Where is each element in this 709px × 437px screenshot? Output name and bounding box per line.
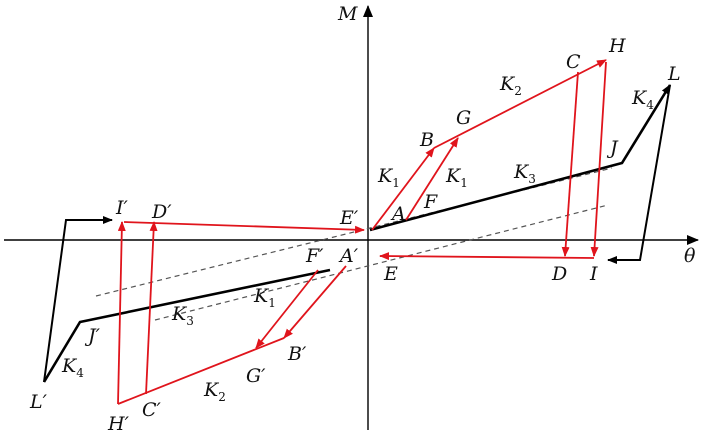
label-J-prime: J′ (84, 325, 101, 347)
label-E-prime: E′ (339, 207, 359, 229)
branch-A-B (371, 147, 435, 231)
label-A-prime: A′ (338, 245, 359, 267)
branch-Dp-Ep (123, 221, 365, 234)
label-H: H (608, 35, 626, 57)
label-E: E (383, 263, 398, 285)
label-B-prime: B′ (287, 343, 307, 365)
positive-unloading-branch (607, 84, 671, 264)
stiffness-label-k1-negative: K1 (253, 285, 276, 310)
branch-Fp-Gp (255, 269, 319, 349)
branch-Hp-Ip (117, 221, 126, 405)
branch-F-G (405, 137, 459, 221)
label-F: F (423, 191, 438, 213)
branch-Ap-Bp (283, 265, 347, 339)
label-D: D (551, 263, 567, 285)
label-J: J (606, 137, 619, 159)
x-axis-label: θ (684, 245, 696, 267)
branch-C-D (561, 71, 579, 257)
stiffness-label-k2: K2 (499, 73, 522, 98)
label-D-prime: D′ (151, 201, 172, 223)
branch-I-E (379, 252, 595, 261)
branch-B-H (433, 59, 607, 149)
label-L-prime: L′ (29, 391, 48, 413)
label-A: A (390, 203, 406, 225)
branch-H-I (590, 61, 607, 257)
label-I-prime: I′ (115, 197, 129, 219)
stiffness-label-k1-inner: K1 (445, 165, 468, 190)
label-G-prime: G′ (246, 365, 266, 387)
stiffness-label-k4-negative: K4 (61, 355, 84, 380)
stiffness-label-k1-outer: K1 (377, 165, 400, 190)
negative-unloading-branch (43, 216, 113, 383)
stiffness-label-k2-negative: K2 (203, 379, 226, 404)
y-axis-label: M (337, 3, 358, 25)
label-B: B (419, 129, 434, 151)
label-I: I (589, 263, 598, 285)
stiffness-label-k3-negative: K3 (171, 303, 194, 328)
branch-Cp-Dp (145, 221, 158, 395)
stiffness-label-k3: K3 (513, 161, 536, 186)
stiffness-label-k4: K4 (631, 87, 654, 112)
positive-skeleton-k3-k4 (369, 84, 672, 232)
negative-skeleton-k3-k4 (42, 268, 331, 383)
dashed-line-lower (154, 204, 609, 321)
label-C-prime: C′ (142, 399, 162, 421)
label-G: G (456, 107, 471, 129)
label-C: C (566, 51, 581, 73)
label-L: L (667, 63, 681, 85)
label-F-prime: F′ (305, 245, 324, 267)
label-H-prime: H′ (107, 413, 130, 435)
